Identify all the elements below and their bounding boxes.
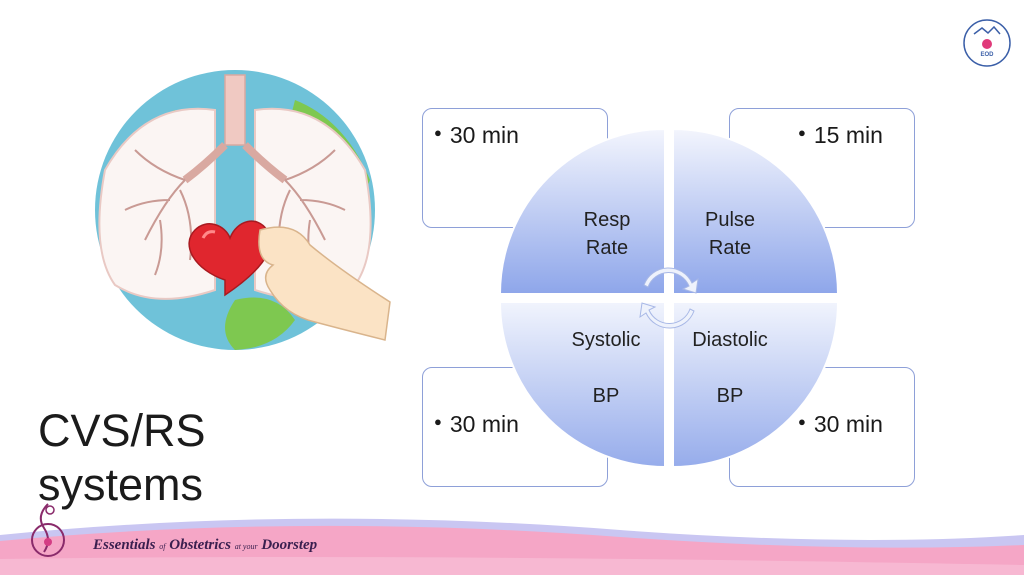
quadrant-diastolic-bp — [672, 301, 840, 469]
hand-icon — [258, 226, 391, 341]
logo-text: EOD — [980, 52, 994, 58]
title-line-1: CVS/RS — [38, 405, 206, 456]
title-line-2: systems — [38, 459, 204, 510]
time-pulse: ●15 min — [798, 122, 883, 148]
slide-title: CVS/RS systems — [38, 404, 206, 512]
time-resp: ●30 min — [434, 122, 519, 148]
footer-wave — [0, 518, 1024, 575]
label-systolic-bp: Systolic BP — [571, 329, 641, 407]
cycle-diagram — [498, 127, 840, 469]
footer-brand-text: Essentials of Obstetrics at your Doorste… — [93, 537, 318, 553]
cycle-arrows-icon — [639, 267, 699, 329]
eod-logo: EOD — [962, 18, 1012, 68]
quadrant-systolic-bp — [498, 301, 666, 469]
left-lung-icon — [98, 107, 216, 300]
label-resp-rate: Resp Rate — [583, 209, 631, 259]
time-diastolic: ●30 min — [798, 411, 883, 437]
quadrant-resp-rate — [498, 127, 666, 295]
label-pulse-rate: Pulse Rate — [704, 209, 756, 259]
time-systolic: ●30 min — [434, 411, 519, 437]
quadrant-pulse-rate — [672, 127, 840, 295]
logo-emblem-icon — [963, 19, 1011, 67]
pregnancy-logo-icon — [31, 503, 65, 557]
label-diastolic-bp: Diastolic BP — [692, 329, 768, 407]
lungs-heart-illustration — [95, 70, 391, 350]
